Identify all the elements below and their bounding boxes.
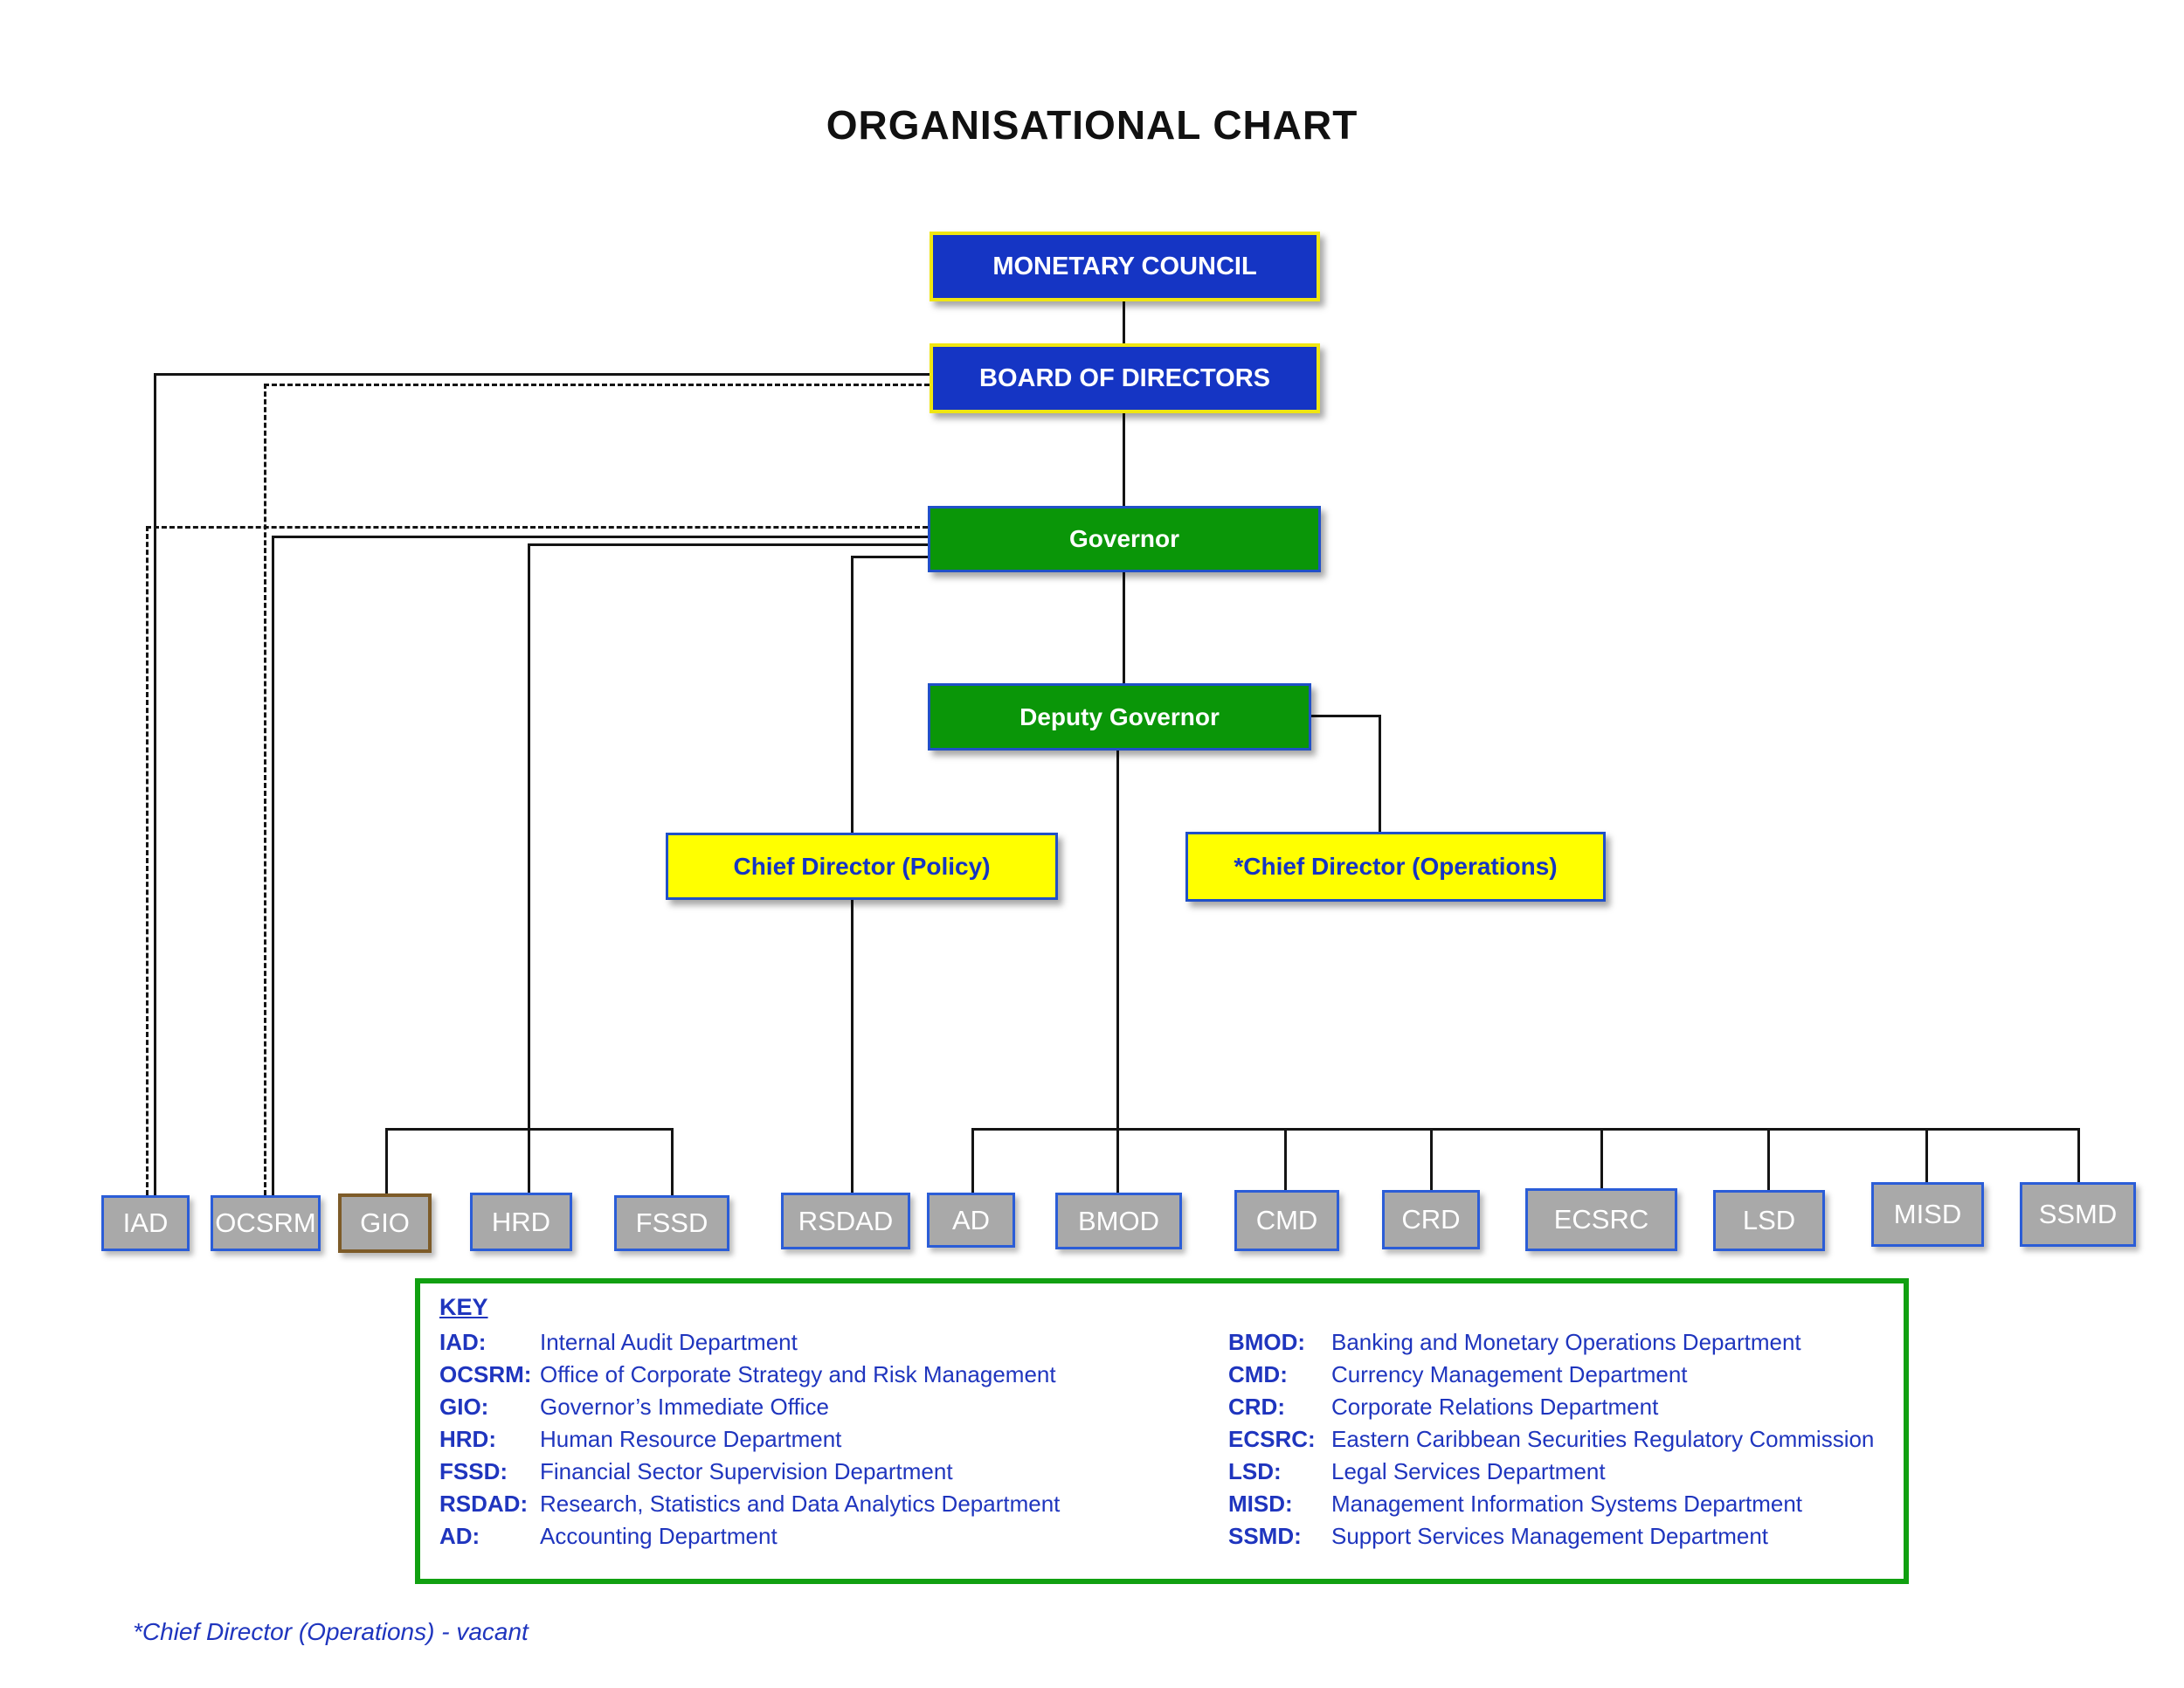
key-row: FSSD:Financial Sector Supervision Depart… <box>439 1458 953 1484</box>
key-column-right: BMOD:Banking and Monetary Operations Dep… <box>1228 1326 1874 1553</box>
connector-governor-ocsrm-h <box>272 536 928 538</box>
connector-deputy-cdops-v <box>1379 715 1381 832</box>
key-row: MISD:Management Information Systems Depa… <box>1228 1491 1803 1517</box>
node-chief-director-policy: Chief Director (Policy) <box>666 833 1058 900</box>
connector-drop-crd <box>1430 1128 1433 1190</box>
connector-governor-stem-v <box>528 543 530 1128</box>
connector-drop-lsd <box>1767 1128 1770 1190</box>
connector-drop-ssmd <box>2077 1128 2080 1182</box>
connector-governor-cdpolicy-h <box>851 556 930 558</box>
dept-box-ssmd: SSMD <box>2020 1182 2136 1247</box>
connector-board-governor <box>1123 413 1125 506</box>
connector-board-ocsrm-dashed-h <box>264 384 930 386</box>
connector-governor-deputy <box>1123 572 1125 683</box>
connector-drop-ad <box>971 1128 974 1193</box>
dept-box-iad: IAD <box>101 1195 190 1251</box>
key-row: AD:Accounting Department <box>439 1523 778 1549</box>
node-chief-director-operations: *Chief Director (Operations) <box>1185 832 1606 902</box>
key-row: CMD:Currency Management Department <box>1228 1361 1688 1387</box>
connector-deputy-bmod-spine <box>1116 751 1119 1193</box>
key-row: SSMD:Support Services Management Departm… <box>1228 1523 1769 1549</box>
key-row: CRD:Corporate Relations Department <box>1228 1394 1659 1420</box>
dept-box-crd: CRD <box>1382 1190 1480 1249</box>
dept-box-ecsrc: ECSRC <box>1525 1188 1677 1251</box>
dept-box-misd: MISD <box>1871 1182 1984 1247</box>
connector-governor-ocsrm-v <box>272 536 274 1195</box>
key-row: IAD:Internal Audit Department <box>439 1329 798 1355</box>
key-row: HRD:Human Resource Department <box>439 1426 842 1452</box>
key-heading: KEY <box>439 1294 488 1320</box>
key-row: OCSRM:Office of Corporate Strategy and R… <box>439 1361 1056 1387</box>
connector-governor-iad-dashed-h <box>146 526 928 529</box>
dept-box-rsdad: RSDAD <box>781 1193 910 1249</box>
key-legend-box: KEY IAD:Internal Audit Department OCSRM:… <box>415 1278 1909 1584</box>
node-governor: Governor <box>928 506 1321 572</box>
connector-board-iad-h <box>154 373 930 376</box>
key-row: BMOD:Banking and Monetary Operations Dep… <box>1228 1329 1801 1355</box>
connector-council-board <box>1123 301 1125 343</box>
connector-drop-misd <box>1925 1128 1928 1182</box>
page-title: ORGANISATIONAL CHART <box>826 102 1358 148</box>
dept-box-fssd: FSSD <box>614 1195 729 1251</box>
dept-box-bmod: BMOD <box>1055 1193 1182 1249</box>
connector-governor-cdpolicy-v <box>851 556 854 833</box>
connector-cdpolicy-rsdad <box>851 900 854 1193</box>
connector-drop-fssd <box>671 1128 674 1195</box>
key-row: LSD:Legal Services Department <box>1228 1458 1606 1484</box>
node-monetary-council: MONETARY COUNCIL <box>930 232 1320 301</box>
dept-box-lsd: LSD <box>1713 1190 1825 1251</box>
key-row: ECSRC:Eastern Caribbean Securities Regul… <box>1228 1426 1875 1452</box>
connector-drop-hrd <box>528 1128 530 1193</box>
node-deputy-governor: Deputy Governor <box>928 683 1311 751</box>
connector-deputy-cdops-h <box>1311 715 1381 717</box>
dept-box-cmd: CMD <box>1234 1190 1339 1251</box>
key-row: RSDAD:Research, Statistics and Data Anal… <box>439 1491 1061 1517</box>
connector-right-rake <box>971 1128 2080 1131</box>
key-column-left: IAD:Internal Audit Department OCSRM:Offi… <box>439 1326 1060 1553</box>
connector-governor-iad-dashed-v <box>146 526 149 1195</box>
connector-drop-gio <box>385 1128 388 1193</box>
dept-box-gio: GIO <box>338 1193 432 1253</box>
connector-board-iad-v <box>154 373 156 1195</box>
connector-drop-cmd <box>1284 1128 1287 1190</box>
connector-governor-stem-h <box>528 543 928 546</box>
dept-box-ad: AD <box>927 1193 1015 1248</box>
dept-box-ocsrm: OCSRM <box>211 1195 321 1251</box>
node-board-of-directors: BOARD OF DIRECTORS <box>930 343 1320 413</box>
vacancy-footnote: *Chief Director (Operations) - vacant <box>133 1618 529 1645</box>
connector-drop-ecsrc <box>1600 1128 1603 1188</box>
dept-box-hrd: HRD <box>470 1193 572 1251</box>
key-row: GIO:Governor’s Immediate Office <box>439 1394 829 1420</box>
connector-board-ocsrm-dashed-v <box>264 384 266 1195</box>
